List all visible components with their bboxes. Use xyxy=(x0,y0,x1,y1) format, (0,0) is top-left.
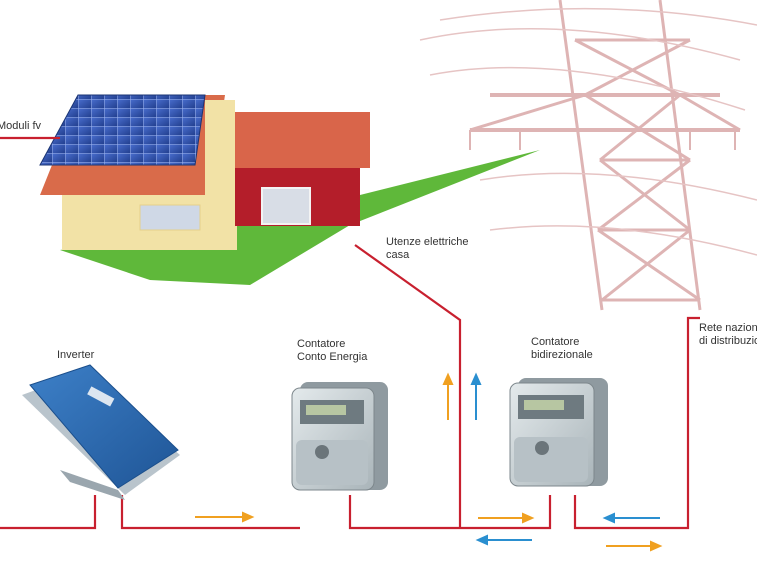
label-household-loads: Utenze elettriche casa xyxy=(386,236,469,262)
label-national-grid-line1: Rete nazionale xyxy=(699,322,757,334)
label-meter-conto-energia-line1: Contatore xyxy=(297,338,346,350)
label-meter-conto-energia-line2: Conto Energia xyxy=(297,351,368,363)
inverter-device xyxy=(22,364,180,500)
wiring xyxy=(0,136,700,530)
flow-arrow-inverter-out xyxy=(195,511,255,523)
flow-arrow-grid-up xyxy=(470,372,482,420)
flow-arrow-from-bidirectional xyxy=(475,534,532,546)
flow-arrow-grid-out xyxy=(606,540,663,552)
flow-arrow-production-up xyxy=(442,372,454,420)
flow-arrow-to-bidirectional xyxy=(478,512,535,524)
label-meter-conto-energia: Contatore Conto Energia xyxy=(297,338,367,364)
label-meter-bidirectional-line2: bidirezionale xyxy=(531,349,593,361)
label-household-loads-line1: Utenze elettriche xyxy=(386,236,469,248)
label-meter-bidirectional: Contatore bidirezionale xyxy=(531,336,593,362)
meter-conto-energia xyxy=(291,382,388,491)
label-inverter: Inverter xyxy=(57,349,95,361)
solar-panels xyxy=(39,94,206,166)
label-national-grid: Rete nazionale di distribuzione xyxy=(699,322,757,348)
power-pylon xyxy=(469,0,741,311)
label-solar-modules: Moduli fv xyxy=(0,120,42,132)
label-household-loads-line2: casa xyxy=(386,249,410,261)
label-meter-bidirectional-line1: Contatore xyxy=(531,336,580,348)
label-national-grid-line2: di distribuzione xyxy=(699,335,757,347)
power-cables xyxy=(419,7,757,256)
meter-bidirectional xyxy=(509,378,608,487)
flow-arrow-grid-in xyxy=(602,512,660,524)
